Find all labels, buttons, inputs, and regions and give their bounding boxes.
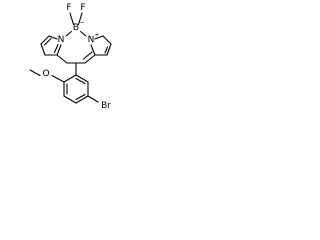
bonds-substituents <box>29 69 99 103</box>
atom-label-nitrogen: N <box>58 35 65 45</box>
bond <box>75 95 89 104</box>
bond <box>40 35 50 45</box>
bond-b-f-left <box>69 12 75 26</box>
bonds-meso-bridge <box>56 51 96 76</box>
bond-c-o <box>51 74 65 83</box>
bond <box>104 46 109 54</box>
bond <box>56 44 62 56</box>
bonds-left-pyrrole <box>40 35 62 56</box>
bond-c-br <box>87 95 99 103</box>
atom-label-bromine: Br <box>101 101 111 111</box>
bond <box>56 54 68 64</box>
bond <box>53 43 59 54</box>
bond <box>106 43 112 56</box>
atom-labels: F F B − N N + O Br <box>42 3 111 111</box>
bond <box>48 35 58 40</box>
bond <box>43 37 52 46</box>
bonds-aryl-ring <box>63 74 89 104</box>
bond <box>84 54 96 64</box>
bond <box>63 74 77 83</box>
bond <box>75 93 86 101</box>
bond-b-n-left <box>65 30 73 37</box>
molecule-structure: F F B − N N + O Br <box>29 3 112 111</box>
nitrogen-charge: + <box>94 32 99 39</box>
bond <box>75 74 89 83</box>
bond <box>82 51 93 60</box>
atom-label-boron: B <box>73 23 79 33</box>
bond-b-n-right <box>79 30 87 37</box>
bond <box>63 95 77 104</box>
bond <box>40 43 46 56</box>
atom-label-fluorine: F <box>80 3 85 13</box>
atom-label-nitrogen: N <box>88 35 95 45</box>
bonds-right-pyrrole <box>90 35 112 56</box>
bonds-bf2-core <box>65 12 87 37</box>
boron-charge: − <box>79 20 84 27</box>
bond <box>94 35 104 40</box>
bond <box>75 77 86 85</box>
atom-label-oxygen: O <box>42 69 49 79</box>
bond <box>90 44 96 56</box>
bond-b-f-right <box>77 12 83 26</box>
atom-label-fluorine: F <box>66 3 71 13</box>
bond-o-ch3 <box>29 69 41 77</box>
bond <box>102 35 112 45</box>
